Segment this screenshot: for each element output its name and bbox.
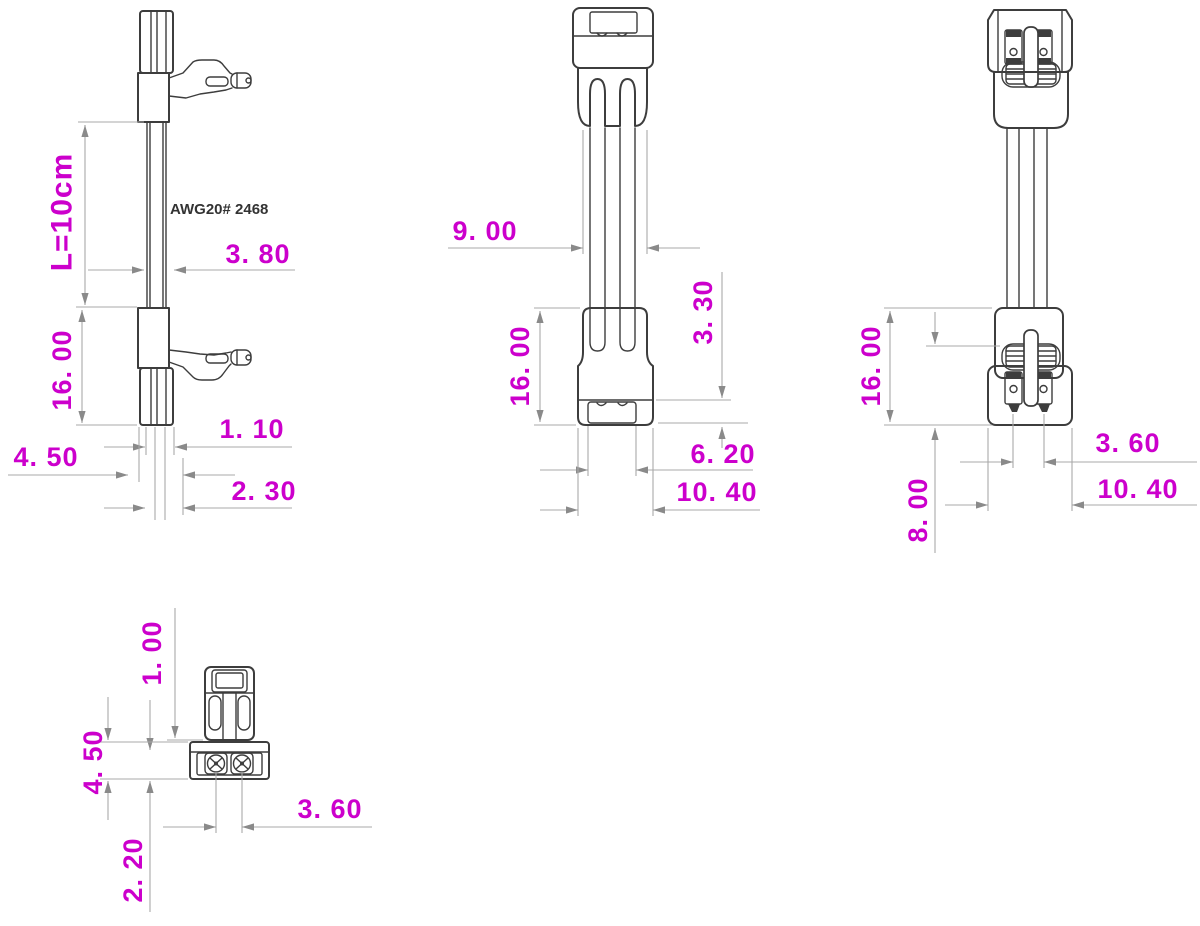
dim-connector-length-back: 16. 00 [856,307,992,426]
dim-label-cable-width: 3. 80 [225,239,290,269]
dim-body-width: 9. 00 [448,130,700,254]
dim-label-terminal-depth: 8. 00 [903,477,933,542]
dim-label-latch-window-width: 6. 20 [690,439,755,469]
dim-connector-width: 4. 50 [8,442,235,479]
dim-label-terminal-pitch-end: 3. 60 [297,794,362,824]
dim-latch-window-width: 6. 20 [540,426,755,476]
dim-label-terminal-pitch-back: 3. 60 [1095,428,1160,458]
dim-housing-width-front: 10. 40 [540,428,760,516]
latch-arm-top [168,59,252,99]
dim-label-connector-length-front: 16. 00 [505,325,535,406]
side-view-extension-lines [138,427,184,520]
dim-wire-gap: 1. 10 [104,414,292,451]
dim-label-housing-width-front: 10. 40 [676,477,757,507]
latch-arm-bottom [168,349,252,381]
dim-label-block-height: 4. 50 [78,729,108,794]
dim-label-wire-gap: 1. 10 [219,414,284,444]
dim-label-body-width: 9. 00 [452,216,517,246]
front-view: 9. 00 16. 00 3. 30 6. 20 10. 40 [448,7,760,516]
terminal-left [204,752,228,775]
terminals-bottom [1001,329,1061,412]
dim-connector-length-front: 16. 00 [505,307,580,426]
dim-terminal-offset: 2. 20 [118,781,154,912]
dim-label-connector-length-side: 16. 00 [47,329,77,410]
dim-block-height: 4. 50 [78,697,188,820]
dim-label-connector-width: 4. 50 [13,442,78,472]
terminals-top [1001,26,1061,88]
dim-cable-width: 3. 80 [88,239,295,274]
dim-terminal-pitch-end: 3. 60 [163,772,372,833]
wire-spec-label: AWG20# 2468 [170,201,268,218]
end-view: 1. 00 4. 50 2. 20 3. 60 [78,608,372,912]
dim-terminal-pitch-back: 3. 60 [960,414,1197,468]
dim-label-cable-length: L=10cm [46,153,79,272]
dim-label-connector-length-back: 16. 00 [856,325,886,406]
dim-connector-length-side: 16. 00 [47,306,137,426]
dim-wire-pitch: 2. 30 [104,476,296,512]
dim-latch-lip-height: 1. 00 [137,608,203,750]
dim-label-latch-lip-height: 1. 00 [137,620,167,685]
dim-cable-length: L=10cm [46,121,144,305]
end-view-part [189,666,270,780]
dim-label-terminal-offset: 2. 20 [118,837,148,902]
dim-latch-window-height: 3. 30 [656,272,748,448]
dim-label-housing-width-back: 10. 40 [1097,474,1178,504]
side-view-part [137,10,252,426]
terminal-right [230,752,254,775]
front-view-part [572,7,654,426]
wires-back [1006,127,1048,309]
back-view-part [987,9,1073,426]
dim-label-latch-window-height: 3. 30 [688,279,718,344]
back-view: 16. 00 8. 00 3. 60 10. 40 [856,9,1197,553]
cable [146,121,167,309]
dim-label-wire-pitch: 2. 30 [231,476,296,506]
side-view: AWG20# 2468 L=10cm 16. 00 3. 80 1. 10 4.… [8,10,296,520]
dim-housing-width-back: 10. 40 [945,428,1197,511]
dim-terminal-depth: 8. 00 [903,312,1000,553]
wires-front [589,127,636,309]
